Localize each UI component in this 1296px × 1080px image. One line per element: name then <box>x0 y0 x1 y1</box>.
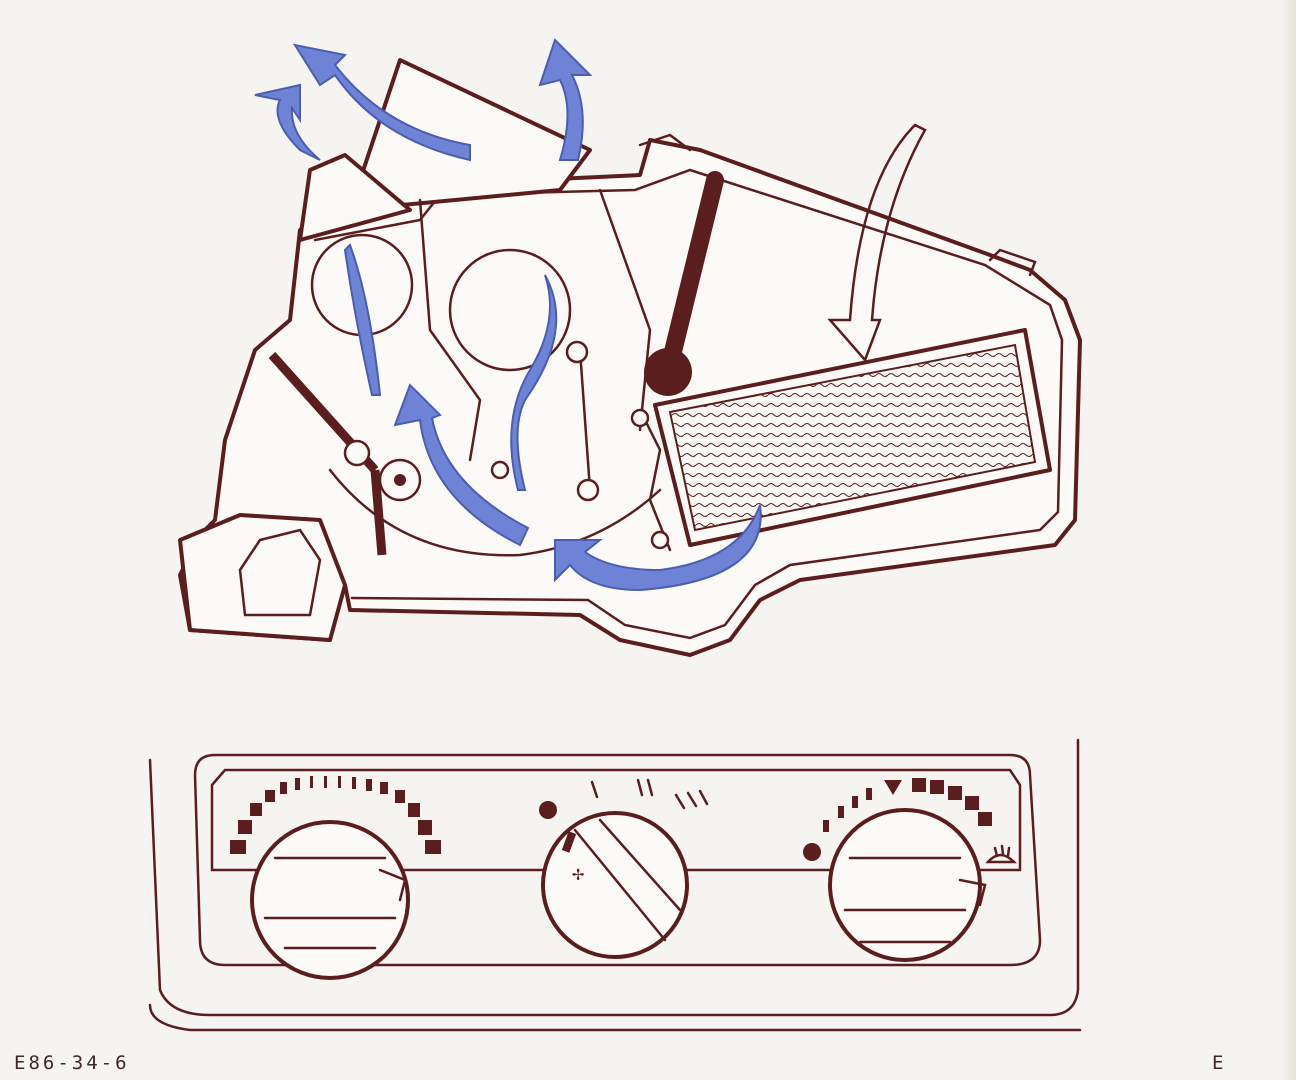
heater-housing <box>178 58 1082 657</box>
lower-outlet-box <box>178 513 347 642</box>
temperature-scale <box>230 776 441 854</box>
page-edge-shadow <box>1282 0 1296 1080</box>
fan-off-dot <box>539 801 557 819</box>
housing-inner-line <box>313 168 1064 640</box>
flow-arrow-windscreen-right <box>538 38 593 161</box>
air-distribution-knob[interactable] <box>828 808 987 962</box>
fan-speed-knob[interactable]: ✢ <box>541 811 689 959</box>
linkage-rod <box>578 348 592 492</box>
page-letter: E <box>1212 1052 1224 1074</box>
middle-duct-opening <box>448 248 572 372</box>
control-panel: ✢ <box>148 738 1082 1032</box>
side-outlet-cover <box>298 153 412 242</box>
fan-icon: ✢ <box>572 861 584 885</box>
recirculation-dot <box>803 843 821 861</box>
temperature-flap <box>659 171 724 381</box>
heater-core-fins <box>668 343 1037 532</box>
flow-arrow-windscreen-center <box>292 43 471 162</box>
flow-arrow-fan-up <box>393 383 530 547</box>
temperature-knob[interactable] <box>250 820 410 980</box>
fresh-air-intake-arrow <box>827 123 927 363</box>
air-flow-arrows <box>254 38 762 592</box>
figure-reference-code: E86-34-6 <box>14 1052 130 1074</box>
flow-arrow-core-return <box>554 504 762 592</box>
distribution-scale <box>823 778 992 832</box>
panel-bezel-outer <box>148 738 1080 1017</box>
flow-arrow-left-duct <box>343 243 382 396</box>
panel-face <box>193 753 1042 967</box>
flow-arrow-middle-duct <box>510 274 558 491</box>
flow-arrow-windscreen-left <box>254 83 321 161</box>
rear-window-defrost-icon <box>985 844 1018 864</box>
